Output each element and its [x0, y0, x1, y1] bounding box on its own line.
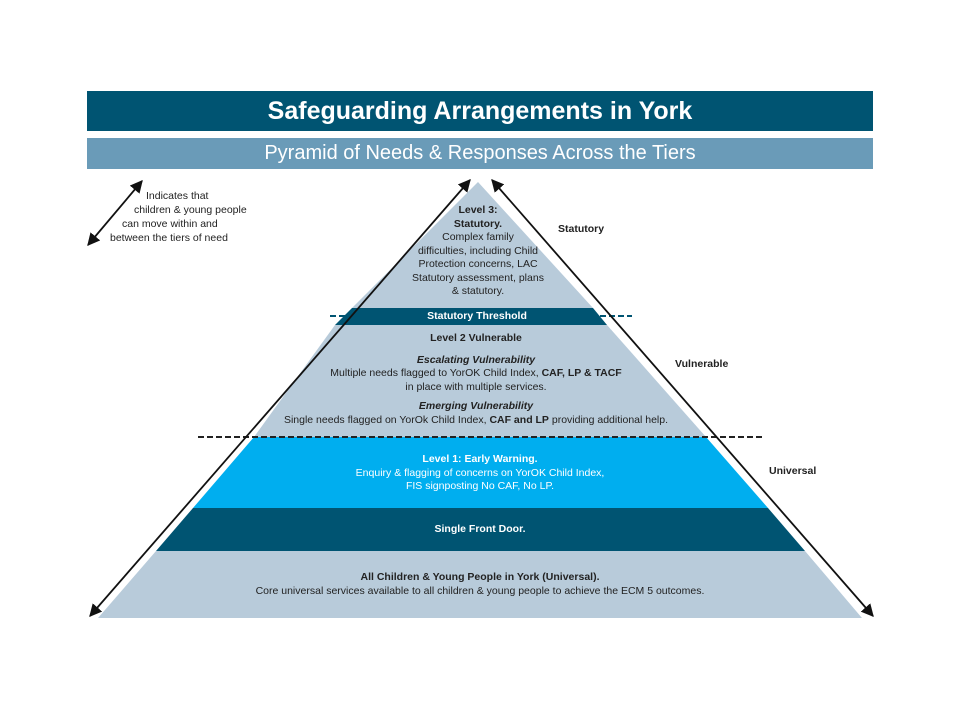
- level3-title: Level 3:: [458, 204, 498, 216]
- legend-arrow: [87, 180, 143, 246]
- right-movement-arrow: [491, 179, 874, 617]
- page-subtitle: Pyramid of Needs & Responses Across the …: [87, 138, 873, 169]
- tier-level3-text: Level 3: Statutory. Complex family diffi…: [403, 204, 553, 299]
- level3-line: Protection concerns, LAC: [418, 258, 538, 270]
- page-title: Safeguarding Arrangements in York: [87, 91, 873, 131]
- level3-line: Statutory assessment, plans: [412, 271, 544, 284]
- base-title: All Children & Young People in York (Uni…: [360, 571, 600, 583]
- base-line: Core universal services available to all…: [255, 584, 705, 597]
- statutory-threshold-label: Statutory Threshold: [427, 310, 527, 322]
- legend-line: can move within and: [122, 218, 218, 230]
- level1-line: Enquiry & flagging of concerns on YorOK …: [355, 466, 605, 479]
- emerging-text: Single needs flagged on YorOk Child Inde…: [283, 413, 490, 426]
- escalating-line: in place with multiple services.: [405, 380, 547, 393]
- escalating-text: Multiple needs flagged to YorOK Child In…: [330, 367, 542, 379]
- escalating-heading: Escalating Vulnerability: [416, 353, 536, 366]
- left-movement-arrow: [89, 179, 471, 617]
- emerging-text: providing additional help.: [548, 413, 669, 426]
- level3-line: difficulties, including Child: [417, 244, 539, 257]
- escalating-line: Multiple needs flagged to YorOK Child In…: [260, 367, 692, 381]
- level1-line: FIS signposting No CAF, No LP.: [405, 480, 555, 492]
- legend-line: children & young people: [134, 204, 247, 216]
- emerging-bold: CAF and LP: [489, 413, 549, 426]
- legend-line: between the tiers of need: [110, 232, 228, 244]
- level1-title: Level 1: Early Warning.: [422, 453, 538, 465]
- front-door-label: Single Front Door.: [434, 523, 526, 535]
- side-label-vulnerable: Vulnerable: [675, 358, 729, 370]
- escalating-bold: CAF, LP & TACF: [541, 367, 622, 379]
- tier-base-text: All Children & Young People in York (Uni…: [180, 571, 780, 598]
- emerging-heading: Emerging Vulnerability: [418, 400, 534, 412]
- tier-level2-text: Level 2 Vulnerable Escalating Vulnerabil…: [260, 332, 692, 427]
- emerging-line: Single needs flagged on YorOk Child Inde…: [260, 414, 692, 428]
- level3-line: & statutory.: [451, 285, 505, 297]
- level3-subtitle: Statutory.: [453, 217, 503, 230]
- level2-title: Level 2 Vulnerable: [430, 332, 522, 344]
- side-label-statutory: Statutory: [558, 223, 605, 235]
- legend-text: Indicates that children & young people c…: [110, 189, 260, 245]
- legend-line: Indicates that: [146, 190, 209, 202]
- level3-line: Complex family: [442, 231, 514, 243]
- tier-level1-text: Level 1: Early Warning. Enquiry & flaggi…: [300, 453, 660, 494]
- side-label-universal: Universal: [769, 465, 817, 477]
